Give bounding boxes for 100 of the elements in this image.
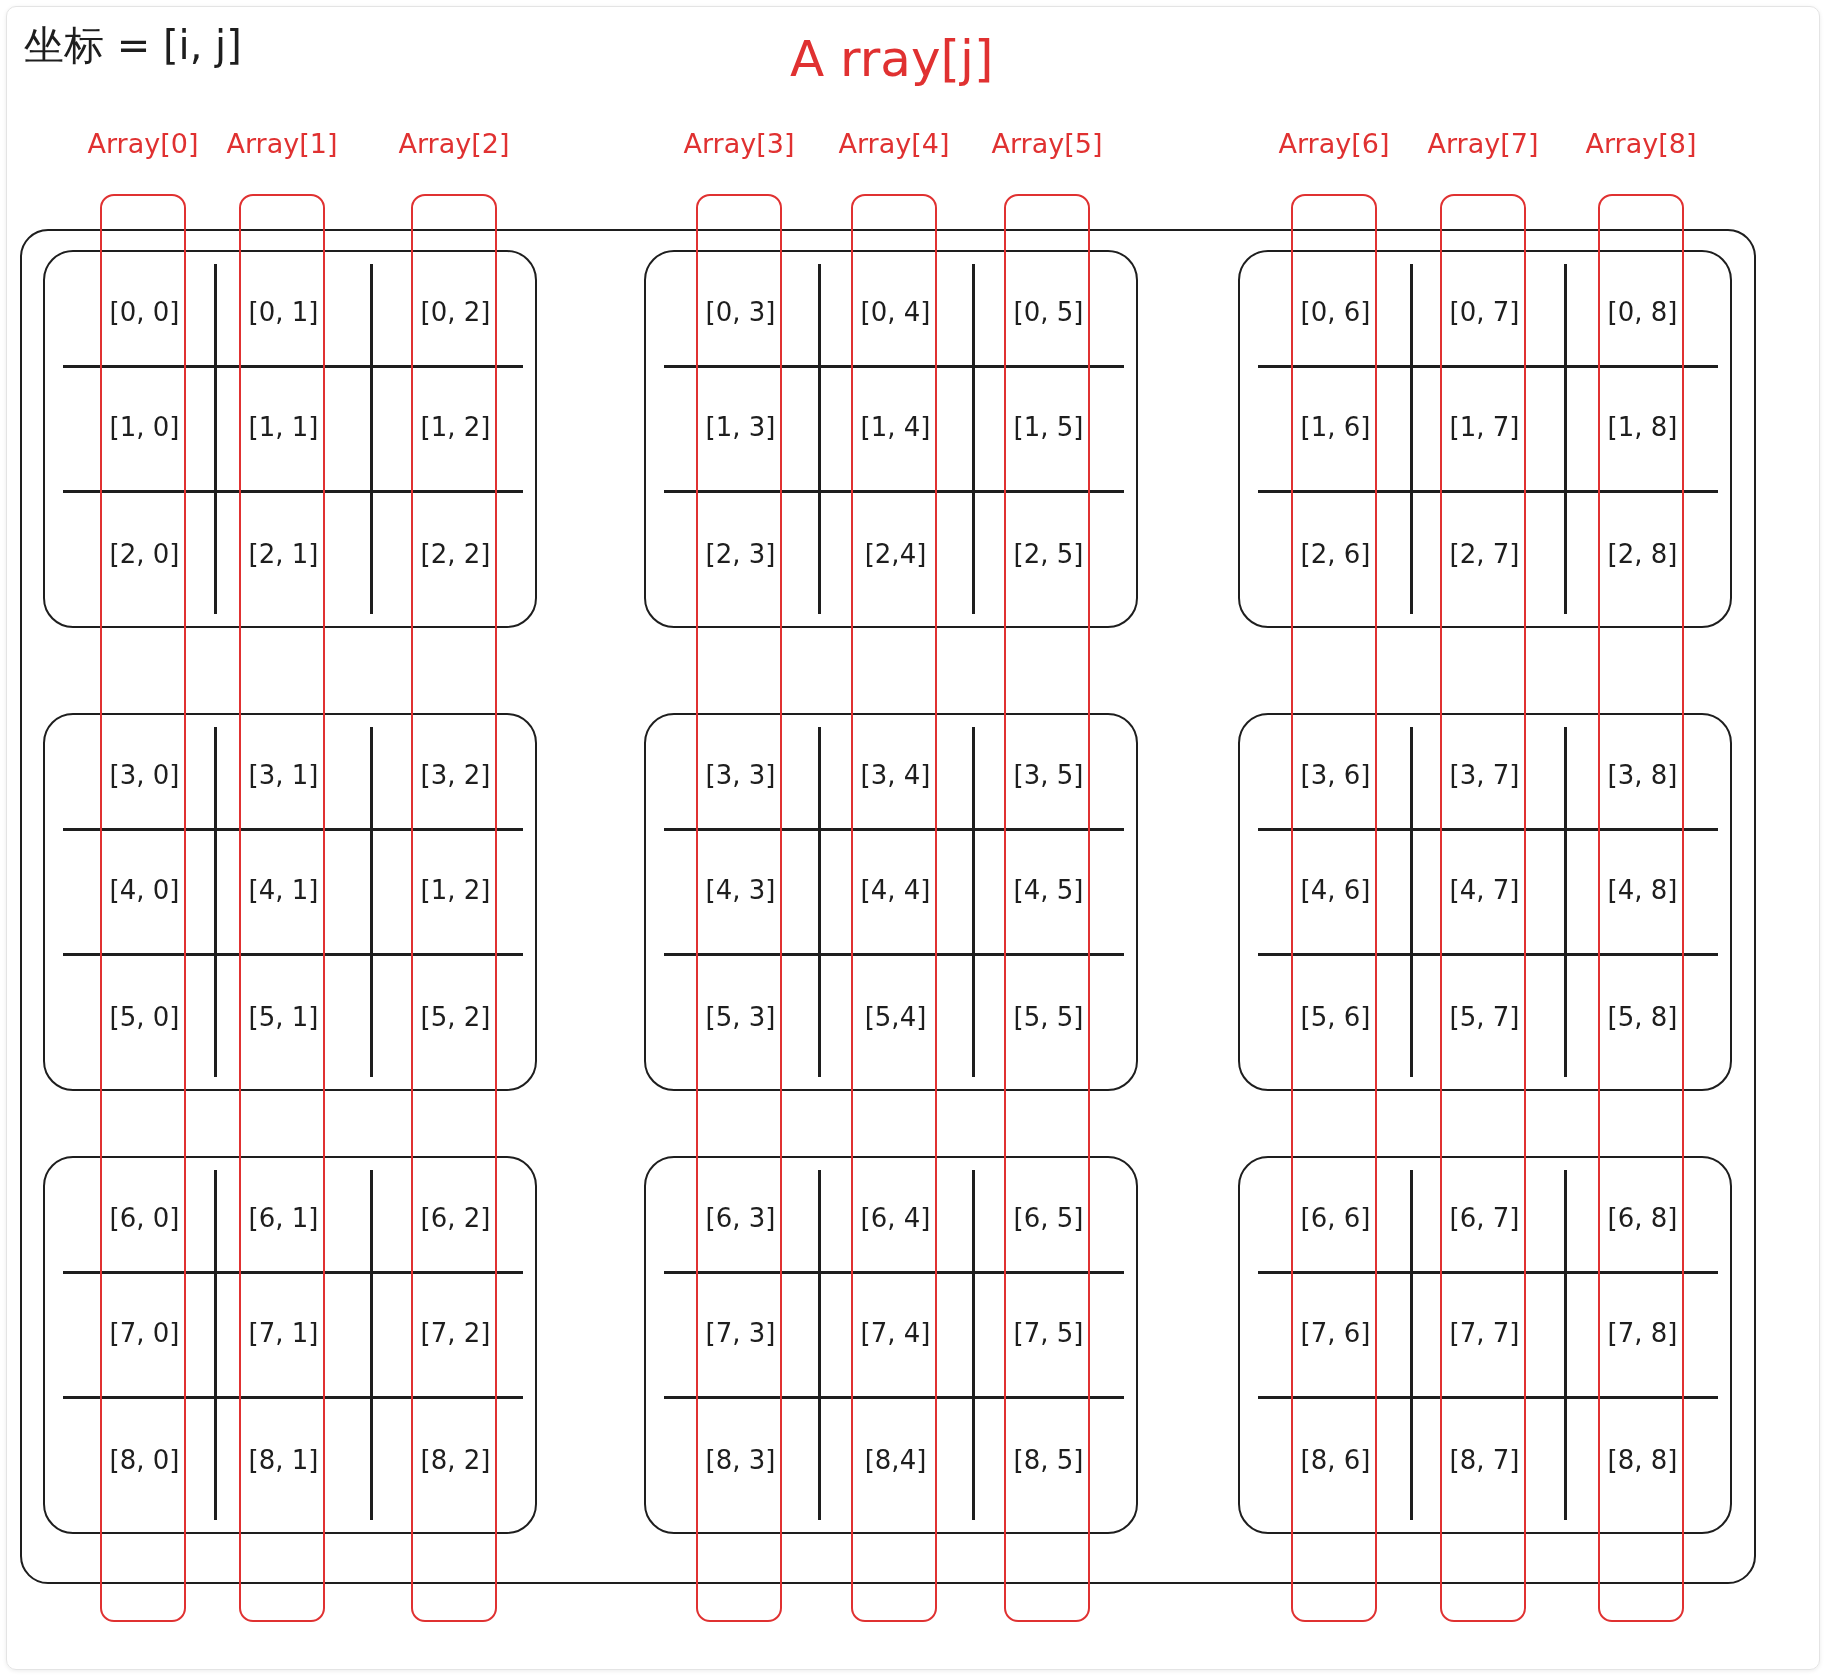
coordinate-label: [1, 4] xyxy=(860,412,931,443)
coordinate-label: [8, 5] xyxy=(1013,1444,1084,1475)
coordinate-label: [8, 1] xyxy=(248,1444,319,1475)
coordinate-label: [4, 1] xyxy=(248,875,319,906)
coordinate-label: [0, 1] xyxy=(248,296,319,327)
coordinate-label: [0, 0] xyxy=(109,296,180,327)
grid-block xyxy=(643,1155,1138,1534)
coordinate-label: [3, 4] xyxy=(860,759,931,790)
coordinate-label: [3, 2] xyxy=(420,759,491,790)
coordinate-note: 坐标 = [i, j] xyxy=(24,21,242,70)
coordinate-label: [6, 4] xyxy=(860,1202,931,1233)
coordinate-label: [1, 6] xyxy=(1300,412,1371,443)
coordinate-label: [1, 3] xyxy=(705,412,776,443)
coordinate-label: [7, 8] xyxy=(1607,1318,1678,1349)
coordinate-label: [2, 7] xyxy=(1449,538,1520,569)
coordinate-label: [5, 2] xyxy=(420,1001,491,1032)
array-label: Array[8] xyxy=(1585,128,1697,159)
coordinate-label: [7, 6] xyxy=(1300,1318,1371,1349)
coordinate-label: [5, 5] xyxy=(1013,1001,1084,1032)
array-label: Array[2] xyxy=(398,128,510,159)
coordinate-label: [5, 8] xyxy=(1607,1001,1678,1032)
grid-block xyxy=(42,712,537,1091)
coordinate-label: [8,4] xyxy=(864,1444,927,1475)
array-label: Array[5] xyxy=(991,128,1103,159)
coordinate-label: [4, 4] xyxy=(860,875,931,906)
grid-block xyxy=(1237,1155,1732,1534)
grid-block xyxy=(42,249,537,628)
grid-block xyxy=(1237,712,1732,1091)
coordinate-label: [7, 7] xyxy=(1449,1318,1520,1349)
coordinate-label: [1, 7] xyxy=(1449,412,1520,443)
array-label: Array[6] xyxy=(1278,128,1390,159)
coordinate-label: [6, 7] xyxy=(1449,1202,1520,1233)
coordinate-label: [6, 5] xyxy=(1013,1202,1084,1233)
coordinate-label: [7, 5] xyxy=(1013,1318,1084,1349)
heading-label: A rray[j] xyxy=(790,30,994,88)
coordinate-label: [0, 5] xyxy=(1013,296,1084,327)
coordinate-label: [7, 0] xyxy=(109,1318,180,1349)
coordinate-label: [2, 0] xyxy=(109,538,180,569)
coordinate-label: [0, 2] xyxy=(420,296,491,327)
coordinate-label: [3, 7] xyxy=(1449,759,1520,790)
coordinate-label: [7, 3] xyxy=(705,1318,776,1349)
coordinate-label: [2, 1] xyxy=(248,538,319,569)
coordinate-label: [3, 1] xyxy=(248,759,319,790)
coordinate-label: [7, 2] xyxy=(420,1318,491,1349)
grid-block xyxy=(643,712,1138,1091)
coordinate-label: [5, 3] xyxy=(705,1001,776,1032)
coordinate-label: [6, 1] xyxy=(248,1202,319,1233)
coordinate-label: [6, 0] xyxy=(109,1202,180,1233)
array-label: Array[3] xyxy=(683,128,795,159)
coordinate-label: [2, 8] xyxy=(1607,538,1678,569)
coordinate-label: [0, 7] xyxy=(1449,296,1520,327)
coordinate-label: [3, 0] xyxy=(109,759,180,790)
coordinate-label: [2, 2] xyxy=(420,538,491,569)
coordinate-label: [6, 3] xyxy=(705,1202,776,1233)
coordinate-label: [0, 8] xyxy=(1607,296,1678,327)
coordinate-label: [4, 8] xyxy=(1607,875,1678,906)
coordinate-label: [3, 5] xyxy=(1013,759,1084,790)
coordinate-label: [2, 5] xyxy=(1013,538,1084,569)
coordinate-label: [5, 7] xyxy=(1449,1001,1520,1032)
array-label: Array[0] xyxy=(87,128,199,159)
coordinate-label: [4, 5] xyxy=(1013,875,1084,906)
coordinate-label: [4, 6] xyxy=(1300,875,1371,906)
coordinate-label: [8, 0] xyxy=(109,1444,180,1475)
array-label: Array[7] xyxy=(1427,128,1539,159)
coordinate-label: [0, 4] xyxy=(860,296,931,327)
coordinate-label: [1, 0] xyxy=(109,412,180,443)
coordinate-label: [0, 6] xyxy=(1300,296,1371,327)
coordinate-label: [5, 1] xyxy=(248,1001,319,1032)
coordinate-label: [1, 5] xyxy=(1013,412,1084,443)
coordinate-label: [3, 8] xyxy=(1607,759,1678,790)
coordinate-label: [0, 3] xyxy=(705,296,776,327)
coordinate-label: [2, 6] xyxy=(1300,538,1371,569)
coordinate-label: [1, 2] xyxy=(420,412,491,443)
coordinate-label: [6, 6] xyxy=(1300,1202,1371,1233)
coordinate-label: [3, 3] xyxy=(705,759,776,790)
coordinate-label: [2, 3] xyxy=(705,538,776,569)
coordinate-label: [1, 8] xyxy=(1607,412,1678,443)
coordinate-label: [7, 4] xyxy=(860,1318,931,1349)
coordinate-label: [2,4] xyxy=(864,538,927,569)
grid-block xyxy=(643,249,1138,628)
coordinate-label: [8, 7] xyxy=(1449,1444,1520,1475)
coordinate-label: [1, 1] xyxy=(248,412,319,443)
coordinate-label: [5, 6] xyxy=(1300,1001,1371,1032)
coordinate-label: [6, 8] xyxy=(1607,1202,1678,1233)
coordinate-label: [5,4] xyxy=(864,1001,927,1032)
coordinate-label: [3, 6] xyxy=(1300,759,1371,790)
coordinate-label: [8, 8] xyxy=(1607,1444,1678,1475)
coordinate-label: [5, 0] xyxy=(109,1001,180,1032)
coordinate-label: [4, 3] xyxy=(705,875,776,906)
array-label: Array[4] xyxy=(838,128,950,159)
grid-block xyxy=(1237,249,1732,628)
coordinate-label: [4, 0] xyxy=(109,875,180,906)
coordinate-label: [1, 2] xyxy=(420,875,491,906)
coordinate-label: [7, 1] xyxy=(248,1318,319,1349)
grid-block xyxy=(42,1155,537,1534)
coordinate-label: [8, 2] xyxy=(420,1444,491,1475)
coordinate-label: [6, 2] xyxy=(420,1202,491,1233)
coordinate-label: [4, 7] xyxy=(1449,875,1520,906)
coordinate-label: [8, 3] xyxy=(705,1444,776,1475)
coordinate-label: [8, 6] xyxy=(1300,1444,1371,1475)
